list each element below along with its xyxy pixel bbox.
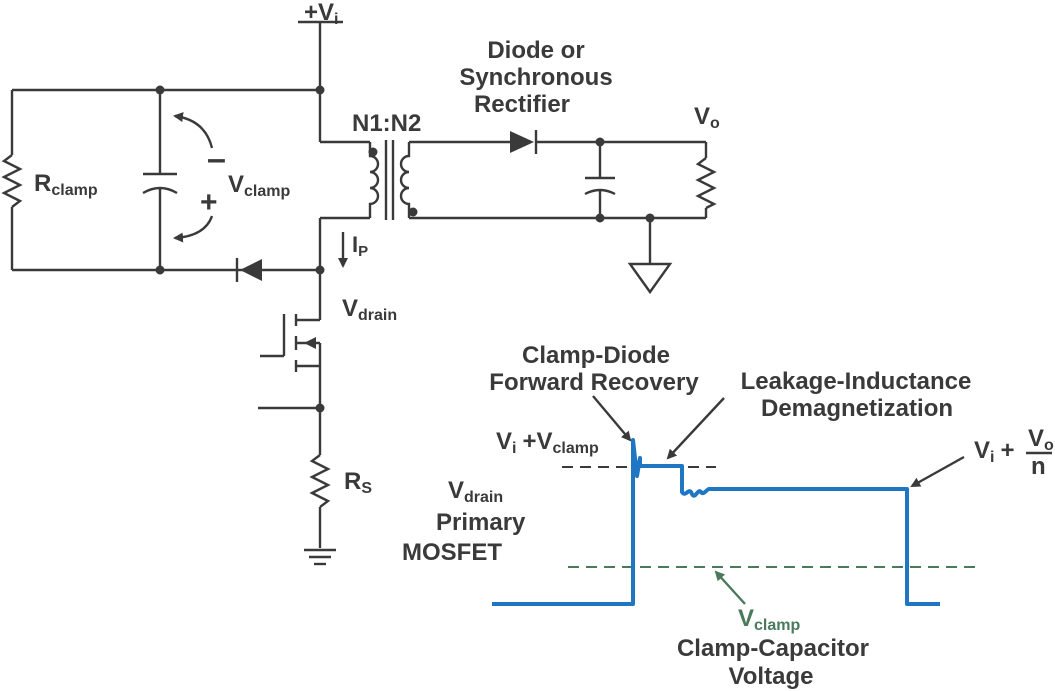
rectifier-label-3: Rectifier [474, 91, 570, 118]
node-dot [315, 85, 325, 95]
plateau-numerator: Vo [1028, 425, 1054, 454]
primary-dot [368, 147, 378, 157]
rclamp-resistor [1, 90, 23, 270]
output-rectifier [510, 130, 538, 154]
primary-mosfet [260, 270, 322, 408]
rs-label: RS [344, 468, 372, 497]
primary-winding [368, 142, 380, 218]
vclamp-label: Vclamp [228, 171, 290, 200]
output-capacitor [584, 142, 616, 218]
waveform-area: Vdrain Primary MOSFET Vi+Vclamp Clamp-Di… [402, 342, 1054, 690]
leakage-annot-2: Demagnetization [761, 395, 953, 422]
vclamp-annot-arrow [714, 570, 746, 605]
plateau-denominator: n [1031, 453, 1046, 480]
output-ground [627, 218, 673, 295]
output-label: Vo [694, 103, 720, 132]
load-resistor [695, 142, 717, 218]
cap-annot-1: Clamp-Capacitor [677, 635, 869, 662]
clamp-diode [232, 258, 262, 282]
circuit: +Vi Rclamp – + Vclamp [1, 0, 720, 566]
supply-label: +Vi [304, 0, 338, 28]
waveform-ylabel-2: Primary [436, 509, 526, 536]
secondary-winding [399, 142, 411, 218]
clamp-diode-annot-2: Forward Recovery [489, 369, 699, 396]
waveform-ylabel-1: Vdrain [448, 477, 503, 506]
transformer-ratio: N1:N2 [352, 110, 421, 137]
rectifier-label-2: Synchronous [459, 64, 612, 91]
ip-label: IP [352, 232, 368, 260]
leakage-annot-1: Leakage-Inductance [741, 368, 972, 395]
vclamp-annot-label: Vclamp [738, 605, 800, 634]
plateau-label: Vi+ [974, 437, 1014, 466]
rectifier-label-1: Diode or [487, 37, 584, 64]
sense-resistor [309, 408, 331, 548]
secondary-dot [408, 207, 418, 217]
cap-annot-2: Voltage [729, 663, 814, 690]
clamp-diode-annot-1: Clamp-Diode [522, 342, 670, 369]
primary-ground [304, 548, 336, 566]
vclamp-arrow-bottom [173, 215, 214, 243]
drain-waveform [492, 438, 940, 606]
plateau-arrow [910, 455, 965, 488]
clamp-diode-arrow [592, 395, 632, 442]
leakage-arrow [666, 397, 725, 460]
vdrain-label: Vdrain [342, 295, 397, 324]
waveform-ylabel-3: MOSFET [402, 539, 502, 566]
peak-label: Vi+Vclamp [496, 428, 599, 457]
plus-sign: + [200, 186, 218, 219]
clamp-capacitor [142, 90, 178, 270]
minus-sign: – [207, 140, 226, 178]
vclamp-arrow-top [173, 112, 214, 149]
rclamp-label: Rclamp [34, 170, 98, 199]
